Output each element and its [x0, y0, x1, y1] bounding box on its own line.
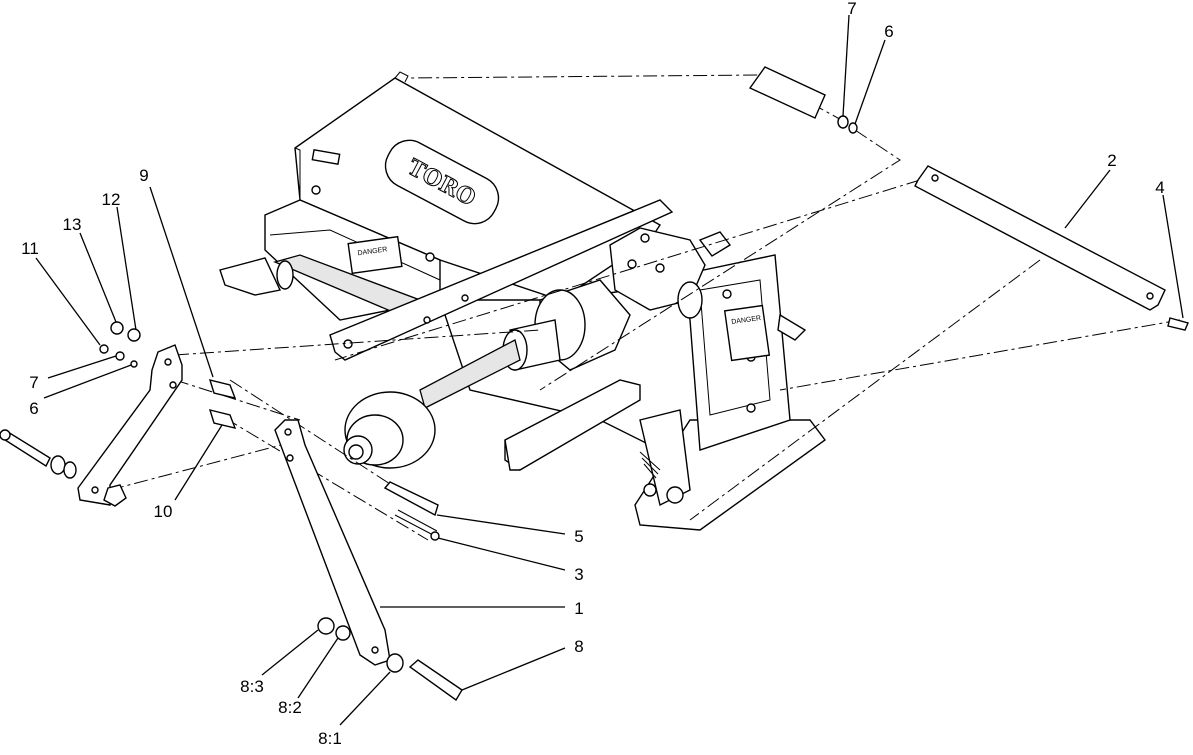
callout-13: 13	[63, 215, 82, 234]
svg-text:DANGER: DANGER	[731, 315, 762, 326]
bolt-5	[383, 481, 439, 517]
part-4-bolt	[1167, 317, 1189, 331]
part-8-hardware	[317, 617, 463, 702]
leader-lines	[35, 14, 1184, 726]
bolt-3	[394, 509, 440, 541]
callout-3: 3	[574, 565, 583, 584]
callout-11: 11	[21, 239, 39, 258]
callout-8-2: 8:2	[278, 698, 302, 717]
left-pin	[0, 429, 77, 479]
danger-decal-right: DANGER	[723, 304, 771, 362]
callout-10: 10	[154, 502, 173, 521]
part-2-bar	[914, 165, 1166, 311]
pto-driveshaft	[343, 279, 631, 469]
callout-6-left: 6	[29, 399, 38, 418]
top-nut-washer	[837, 115, 858, 134]
callout-8-3: 8:3	[240, 677, 264, 696]
top-plate	[748, 66, 826, 119]
left-bracket	[77, 344, 183, 507]
callout-6-top: 6	[884, 22, 893, 41]
toro-logo: TORO	[384, 139, 500, 225]
callout-5: 5	[574, 527, 583, 546]
callout-labels: 7 6 2 4 9 12 13 11 7 6 10 5 3 1 8 8:3 8:…	[21, 0, 1165, 748]
part-1-arm	[274, 419, 391, 666]
callout-8: 8	[574, 637, 583, 656]
callout-7-top: 7	[847, 0, 856, 18]
callout-8-1: 8:1	[318, 729, 342, 748]
callout-12: 12	[102, 190, 121, 209]
svg-text:DANGER: DANGER	[357, 246, 388, 257]
callout-2: 2	[1107, 151, 1116, 170]
tiller-housing	[219, 71, 826, 531]
spacers	[208, 379, 237, 429]
callout-1: 1	[574, 599, 583, 618]
small-hardware-left	[99, 321, 141, 368]
small-decal	[311, 149, 341, 165]
gearbox	[609, 227, 732, 319]
alignment-lines	[109, 74, 1181, 541]
callout-7-left: 7	[29, 373, 38, 392]
callout-9: 9	[139, 166, 148, 185]
callout-4: 4	[1155, 178, 1164, 197]
danger-decal-left: DANGER	[347, 235, 403, 275]
